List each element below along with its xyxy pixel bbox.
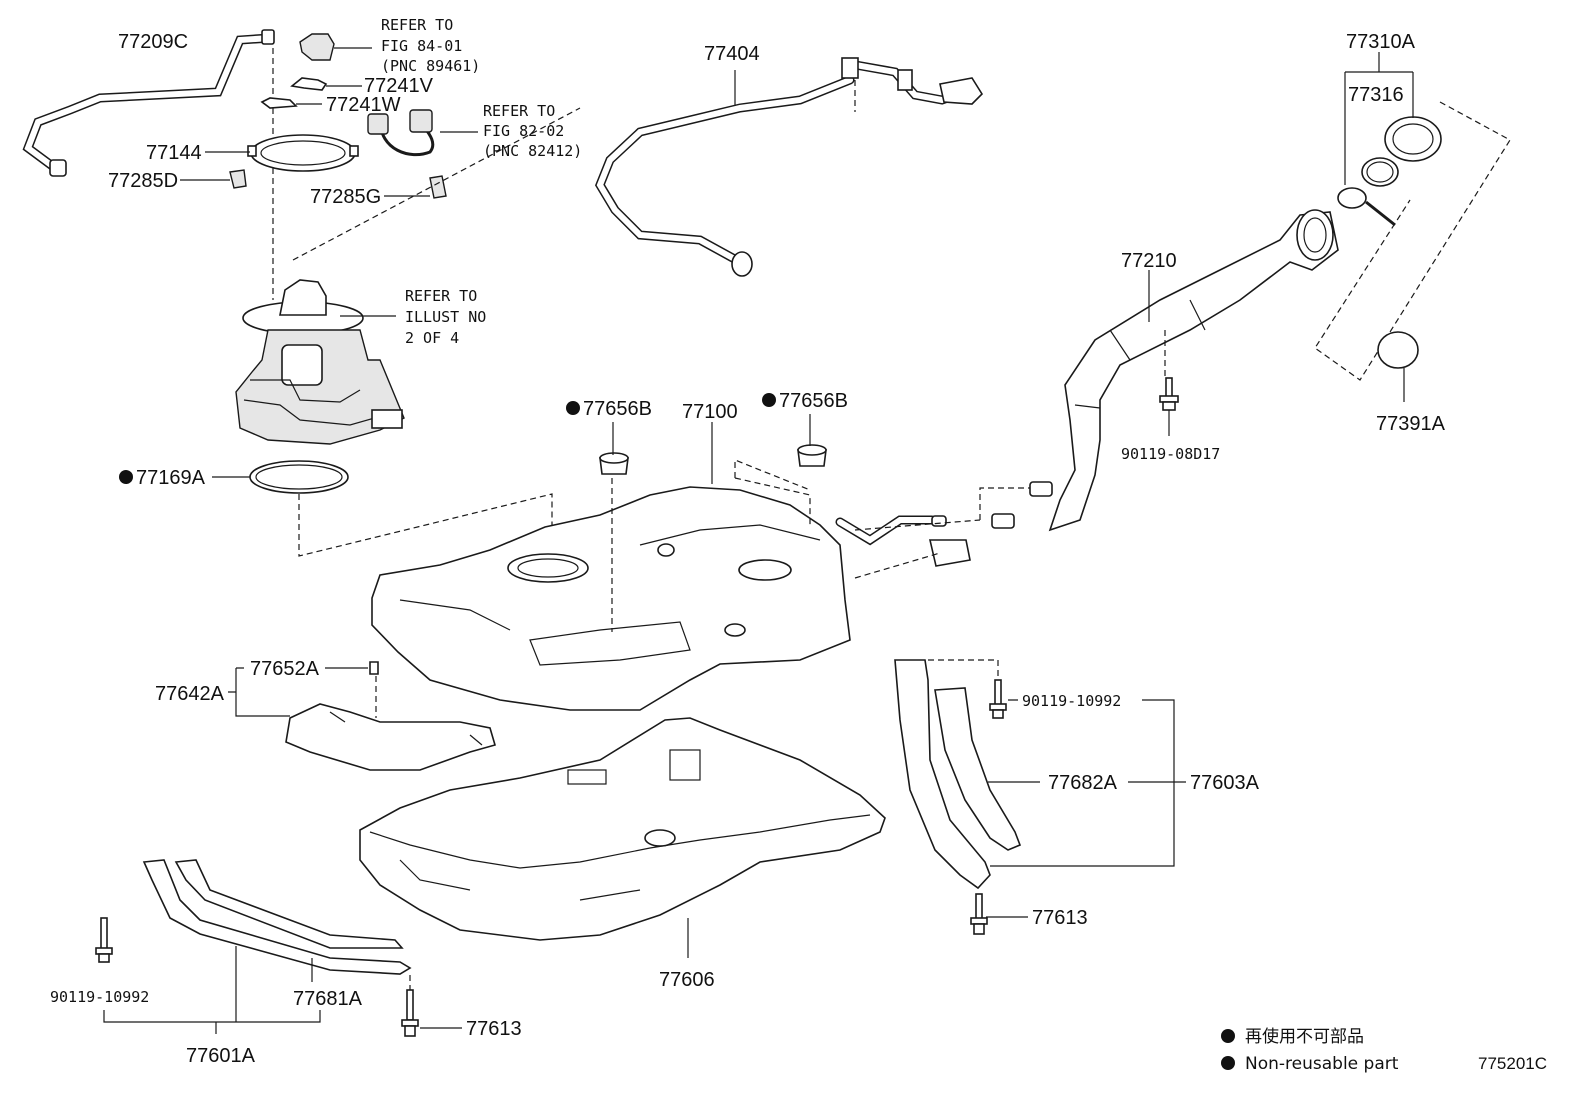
filler-pipe-77210[interactable] [1048, 209, 1339, 532]
label-77241w: 77241W [326, 94, 401, 116]
fuel-line-connectors[interactable] [835, 481, 1053, 567]
fuel-pump-module[interactable] [235, 279, 405, 445]
fuel-tank-77100[interactable] [371, 486, 851, 711]
legend: 再使用不可部品 Non-reusable part [1221, 1026, 1399, 1074]
legend-jp-text: 再使用不可部品 [1245, 1026, 1364, 1047]
tank-protector-77606[interactable] [359, 717, 886, 941]
label-90119-08d17: 90119-08D17 [1121, 445, 1220, 463]
ref-fig84-line2: FIG 84-01 [381, 37, 462, 55]
connector-ref-fig84[interactable] [299, 33, 335, 61]
dash-gasket-to-tank [298, 493, 553, 557]
vent-hose-77209c[interactable] [22, 29, 275, 177]
cap-tether[interactable] [1337, 187, 1396, 227]
label-77391a: 77391A [1376, 413, 1446, 435]
gasket-77169a[interactable] [249, 460, 349, 494]
diagram-id: 775201C [1478, 1054, 1547, 1073]
label-77613-right: 77613 [1032, 907, 1088, 929]
legend-dot-jp [1221, 1029, 1235, 1043]
clamp-77285d[interactable] [229, 169, 247, 189]
breather-hose-77404[interactable] [594, 57, 984, 277]
legend-dot-en [1221, 1056, 1235, 1070]
clamp-77285g[interactable] [429, 175, 447, 199]
label-77209c: 77209C [118, 31, 188, 53]
label-77603a: 77603A [1190, 772, 1260, 794]
tank-band-77601a[interactable] [142, 859, 412, 975]
label-77681a: 77681A [293, 988, 363, 1010]
label-77642a: 77642A [155, 683, 225, 705]
label-77241v: 77241V [364, 75, 434, 97]
label-77210: 77210 [1121, 250, 1177, 272]
insulator-tab [369, 661, 379, 675]
label-77144: 77144 [146, 142, 202, 164]
ref-illust-line2: ILLUST NO [405, 308, 486, 326]
label-77285g: 77285G [310, 186, 381, 208]
label-77310a: 77310A [1346, 31, 1416, 53]
non-reusable-marker-77169a [119, 470, 133, 484]
dash-pump-to-hose [292, 107, 581, 261]
label-90119-10992-left: 90119-10992 [50, 988, 149, 1006]
label-77606: 77606 [659, 969, 715, 991]
label-77613-left: 77613 [466, 1018, 522, 1040]
ref-fig82-line2: FIG 82-02 [483, 122, 564, 140]
ref-fig82-line1: REFER TO [483, 102, 555, 120]
label-77169a: 77169A [136, 467, 206, 489]
label-77100: 77100 [682, 401, 738, 423]
label-77404: 77404 [704, 43, 760, 65]
label-90119-10992-right: 90119-10992 [1022, 692, 1121, 710]
wire-harness-ref-fig82[interactable] [367, 109, 435, 157]
label-77285d: 77285D [108, 170, 178, 192]
ref-illust-line1: REFER TO [405, 287, 477, 305]
label-77652a: 77652A [250, 658, 320, 680]
retainer-ring-77144[interactable] [247, 134, 359, 172]
o-ring-77391a[interactable] [1377, 331, 1419, 369]
ref-fig84-line3: (PNC 89461) [381, 57, 480, 75]
tank-band-77603a[interactable] [894, 659, 991, 890]
tank-band-77681a[interactable] [174, 859, 404, 949]
fuel-cap-77310a[interactable] [1384, 116, 1442, 162]
clip-77241v[interactable] [290, 77, 328, 91]
label-77656b-left: 77656B [583, 398, 652, 420]
legend-en-text: Non-reusable part [1245, 1054, 1399, 1074]
non-reusable-marker-77656b-right [762, 393, 776, 407]
ref-fig82-line3: (PNC 82412) [483, 142, 582, 160]
non-reusable-marker-77656b-left [566, 401, 580, 415]
bolt-77613-left[interactable] [401, 989, 419, 1037]
bolt-90119-10992-left[interactable] [95, 917, 113, 963]
grommet-77656b-right[interactable] [797, 444, 827, 467]
bolt-90119-08d17[interactable] [1159, 377, 1179, 411]
label-77601a: 77601A [186, 1045, 256, 1067]
ref-illust-line3: 2 OF 4 [405, 329, 459, 347]
label-77656b-right: 77656B [779, 390, 848, 412]
dash-cap-group [1314, 101, 1511, 381]
label-77316: 77316 [1348, 84, 1404, 106]
cap-gasket-77316[interactable] [1361, 157, 1399, 187]
label-77682a: 77682A [1048, 772, 1118, 794]
grommet-77656b-left[interactable] [599, 452, 629, 475]
heat-insulator-77652a[interactable] [285, 703, 496, 771]
bolt-77613-right[interactable] [970, 893, 988, 935]
tank-band-77682a[interactable] [934, 687, 1022, 851]
ref-fig84-line1: REFER TO [381, 16, 453, 34]
clip-77241w[interactable] [260, 97, 298, 109]
bolt-90119-10992-right[interactable] [989, 679, 1007, 719]
